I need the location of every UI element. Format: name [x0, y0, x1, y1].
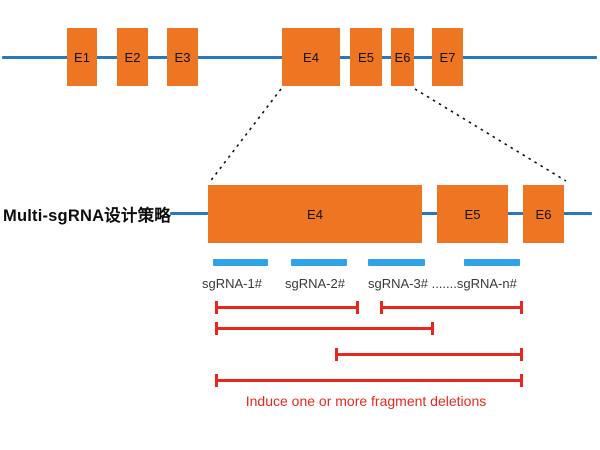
sgrna-bar-1 [213, 259, 268, 266]
zoom-connector-right-line [414, 88, 567, 182]
deletion-bracket-4 [215, 374, 523, 387]
exon-label: E2 [124, 49, 141, 65]
sgrna-label-2: sgRNA-2# [285, 276, 345, 291]
exon-label: E5 [464, 206, 481, 222]
exon-zoom-e4: E4 [208, 185, 422, 243]
exon-label: E5 [358, 49, 374, 65]
deletion-bracket-3 [335, 348, 523, 361]
exon-top-e3: E3 [167, 28, 198, 86]
sgrna-bar-n [464, 259, 520, 266]
sgrna-label-1: sgRNA-1# [202, 276, 262, 291]
exon-label: E3 [174, 49, 191, 65]
exon-label: E1 [74, 49, 90, 65]
exon-label: E4 [303, 49, 319, 65]
deletion-bracket-2 [215, 322, 434, 335]
sgrna-bar-2 [291, 259, 347, 266]
sgrna-bar-3 [368, 259, 425, 266]
deletion-bracket-1a [215, 301, 359, 314]
sgrna-label-3-n: sgRNA-3# .......sgRNA-n# [368, 276, 517, 291]
exon-label: E7 [439, 49, 456, 65]
exon-label: E6 [535, 206, 552, 222]
exon-top-e6: E6 [391, 28, 414, 86]
exon-top-e5: E5 [350, 28, 382, 86]
exon-top-e7: E7 [432, 28, 463, 86]
exon-label: E6 [394, 49, 411, 65]
exon-zoom-e6: E6 [523, 185, 564, 243]
deletion-caption: Induce one or more fragment deletions [245, 393, 487, 409]
deletion-bracket-1b [380, 301, 523, 314]
exon-top-e4: E4 [282, 28, 340, 86]
exon-top-e1: E1 [67, 28, 97, 86]
strategy-title: Multi-sgRNA设计策略 [3, 207, 171, 225]
exon-top-e2: E2 [117, 28, 148, 86]
zoom-connector-left-line [208, 88, 282, 184]
exon-label: E4 [307, 206, 323, 222]
exon-zoom-e5: E5 [437, 185, 508, 243]
